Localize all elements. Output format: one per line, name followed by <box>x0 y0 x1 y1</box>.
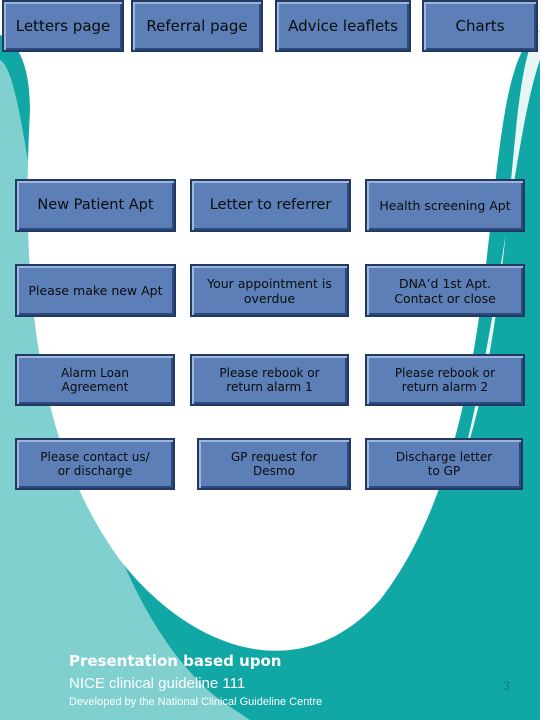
nav-referral-page-label: Referral page <box>146 17 248 35</box>
discharge-letter-gp-label-line2: to GP <box>427 464 461 478</box>
alarm-loan-agreement-label-line2: Agreement <box>61 380 129 394</box>
health-screening-apt-button[interactable]: Health screening Apt <box>365 179 525 232</box>
new-patient-apt-button[interactable]: New Patient Apt <box>15 179 176 232</box>
footer-developer-line: Developed by the National Clinical Guide… <box>69 696 323 708</box>
rebook-alarm-2-label-line1: Please rebook or <box>394 365 496 380</box>
dna-first-apt-button[interactable]: DNA’d 1st Apt. Contact or close <box>365 264 525 317</box>
appointment-overdue-button[interactable]: Your appointment is overdue <box>190 264 349 317</box>
discharge-letter-gp-button[interactable]: Discharge letter to GP <box>365 438 523 490</box>
letter-to-referrer-button[interactable]: Letter to referrer <box>190 179 351 232</box>
gp-request-desmo-label-line1: GP request for <box>230 449 318 464</box>
gp-request-desmo-label-line2: Desmo <box>253 464 295 478</box>
appointment-overdue-label-line2: overdue <box>243 290 296 306</box>
footer-presentation-line: Presentation based upon <box>69 652 282 670</box>
new-patient-apt-label: New Patient Apt <box>37 196 154 213</box>
discharge-letter-gp-label-line1: Discharge letter <box>395 449 493 464</box>
nav-letters-page-label: Letters page <box>15 17 111 35</box>
nav-letters-page-button[interactable]: Letters page <box>2 0 124 52</box>
nav-advice-leaflets-button[interactable]: Advice leaflets <box>275 0 411 52</box>
footer-guideline-line: NICE clinical guideline 111 <box>69 675 246 692</box>
nav-charts-label: Charts <box>455 17 505 35</box>
please-make-new-apt-label: Please make new Apt <box>28 283 163 298</box>
rebook-alarm-2-button[interactable]: Please rebook or return alarm 2 <box>365 354 525 406</box>
dna-first-apt-label-line1: DNA’d 1st Apt. <box>398 275 492 291</box>
rebook-alarm-1-label-line2: return alarm 1 <box>226 380 313 394</box>
contact-or-discharge-label-line2: or discharge <box>57 464 133 478</box>
rebook-alarm-1-label-line1: Please rebook or <box>219 365 320 380</box>
health-screening-apt-label: Health screening Apt <box>379 198 511 213</box>
nav-referral-page-button[interactable]: Referral page <box>131 0 263 52</box>
please-make-new-apt-button[interactable]: Please make new Apt <box>15 264 176 317</box>
rebook-alarm-2-label-line2: return alarm 2 <box>401 380 489 394</box>
gp-request-desmo-button[interactable]: GP request for Desmo <box>197 438 351 490</box>
nav-charts-button[interactable]: Charts <box>422 0 538 52</box>
alarm-loan-agreement-button[interactable]: Alarm Loan Agreement <box>15 354 175 406</box>
contact-or-discharge-label-line1: Please contact us/ <box>40 449 150 464</box>
alarm-loan-agreement-label-line1: Alarm Loan <box>61 365 129 380</box>
contact-or-discharge-button[interactable]: Please contact us/ or discharge <box>15 438 175 490</box>
letter-to-referrer-label: Letter to referrer <box>209 196 332 213</box>
rebook-alarm-1-button[interactable]: Please rebook or return alarm 1 <box>190 354 349 406</box>
nav-advice-leaflets-label: Advice leaflets <box>288 17 398 35</box>
appointment-overdue-label-line1: Your appointment is <box>207 275 332 291</box>
page-number: 3 <box>503 679 510 693</box>
dna-first-apt-label-line2: Contact or close <box>394 290 496 306</box>
